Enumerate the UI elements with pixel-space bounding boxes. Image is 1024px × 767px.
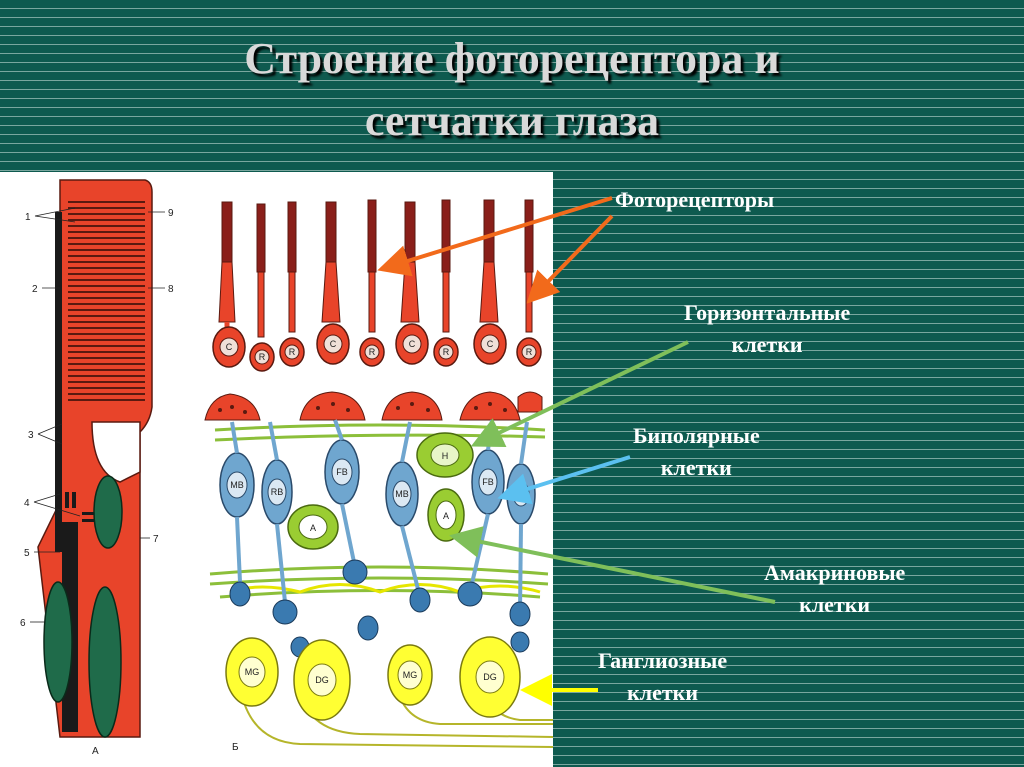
photoreceptor-cell [441, 199, 451, 333]
callout-5: 5 [24, 548, 30, 559]
photoreceptor-cell [479, 199, 499, 323]
photoreceptor-row [218, 199, 534, 338]
receptor-label: R [443, 347, 450, 357]
callout-2: 2 [32, 284, 38, 295]
label-ganglion-line2: клетки [627, 680, 699, 705]
label-amacrine-cells: Амакриновые клетки [764, 557, 905, 621]
retina-diagram: 1 2 3 4 5 6 7 8 9 А [20, 179, 553, 757]
bipolar-terminals [229, 559, 531, 658]
receptor-label: C [409, 339, 416, 349]
arrow-amacrine [449, 526, 776, 604]
receptor-label: R [369, 347, 376, 357]
receptor-labels: C R R C R C R C R [226, 339, 533, 362]
bipolar-label: MB [230, 480, 244, 490]
photoreceptor-cell [287, 201, 297, 333]
receptor-label: C [226, 342, 233, 352]
label-amacrine-line1: Амакриновые [764, 560, 906, 585]
retina-figure: 1 2 3 4 5 6 7 8 9 А [0, 172, 553, 767]
inner-segment-notch [91, 421, 141, 483]
bipolar-label: MB [395, 489, 409, 499]
label-bipolar-line1: Биполярные [633, 423, 760, 448]
callout-3: 3 [28, 430, 34, 441]
arrow-photoreceptors-2 [526, 214, 614, 304]
callout-numbers: 1 2 3 4 5 6 7 8 9 [20, 208, 174, 629]
basal-bodies [58, 492, 96, 522]
receptor-nuclei [212, 323, 542, 372]
label-horizontal-line1: Горизонтальные [684, 300, 851, 325]
ganglion-dendrites [229, 583, 541, 594]
connecting-cilium [55, 212, 62, 552]
bipolar-axons [230, 419, 529, 613]
title-line-1: Строение фоторецептора и [244, 34, 780, 83]
callout-8: 8 [168, 284, 174, 295]
panel-a-label: А [92, 746, 99, 757]
amacrine-label: A [310, 523, 316, 533]
label-horizontal-cells: Горизонтальные клетки [684, 297, 850, 361]
label-horizontal-line2: клетки [731, 332, 803, 357]
photoreceptor-cell [256, 203, 266, 338]
photoreceptor-cell [367, 199, 377, 333]
callout-1: 1 [25, 212, 31, 223]
receptor-label: C [487, 339, 494, 349]
callout-7: 7 [153, 534, 159, 545]
arrow-bipolar [497, 455, 631, 505]
amacrine-label: A [443, 511, 449, 521]
callout-4: 4 [24, 498, 30, 509]
ganglion-cells [225, 636, 521, 721]
retina-layers: C R R C R C R C R [204, 199, 553, 753]
ganglion-label: MG [403, 670, 418, 680]
bipolar-label: FB [482, 477, 494, 487]
arrow-horizontal [470, 340, 689, 448]
panel-b-label: Б [232, 742, 239, 753]
horizontal-cell: H [416, 432, 474, 478]
horizontal-cell-label: H [442, 451, 449, 461]
arrow-photoreceptors-1 [377, 196, 613, 277]
ganglion-nuclei [238, 656, 505, 697]
ganglion-label: DG [483, 672, 497, 682]
receptor-label: C [330, 339, 337, 349]
ganglion-label: MG [245, 667, 260, 677]
pedicle-dots [218, 402, 507, 414]
label-bipolar-line2: клетки [660, 455, 732, 480]
photoreceptor-cell [321, 201, 341, 323]
label-photoreceptors: Фоторецепторы [615, 184, 774, 216]
photoreceptor-structure: 1 2 3 4 5 6 7 8 9 А [20, 179, 174, 757]
ganglion-label: DG [315, 675, 329, 685]
label-amacrine-line2: клетки [799, 592, 871, 617]
label-photoreceptors-text: Фоторецепторы [615, 187, 775, 212]
rod-discs [68, 201, 145, 401]
callout-lines [30, 207, 165, 623]
title-line-2: сетчатки глаза [364, 96, 660, 145]
ganglion-labels: MG DG MG DG [245, 667, 497, 685]
label-ganglion-line1: Ганглиозные [598, 648, 728, 673]
callout-9: 9 [168, 208, 174, 219]
receptor-label: R [526, 347, 533, 357]
callout-6: 6 [20, 618, 26, 629]
slide-title: Строение фоторецептора и сетчатки глаза [0, 28, 1024, 152]
receptor-inner-nuclei [219, 334, 537, 365]
receptor-label: R [289, 347, 296, 357]
label-bipolar-cells: Биполярные клетки [633, 420, 760, 484]
label-ganglion-cells: Ганглиозные клетки [598, 645, 727, 709]
bipolar-label: RB [271, 487, 284, 497]
receptor-label: R [259, 352, 266, 362]
mitochondria [43, 475, 123, 738]
bipolar-label: FB [336, 467, 348, 477]
